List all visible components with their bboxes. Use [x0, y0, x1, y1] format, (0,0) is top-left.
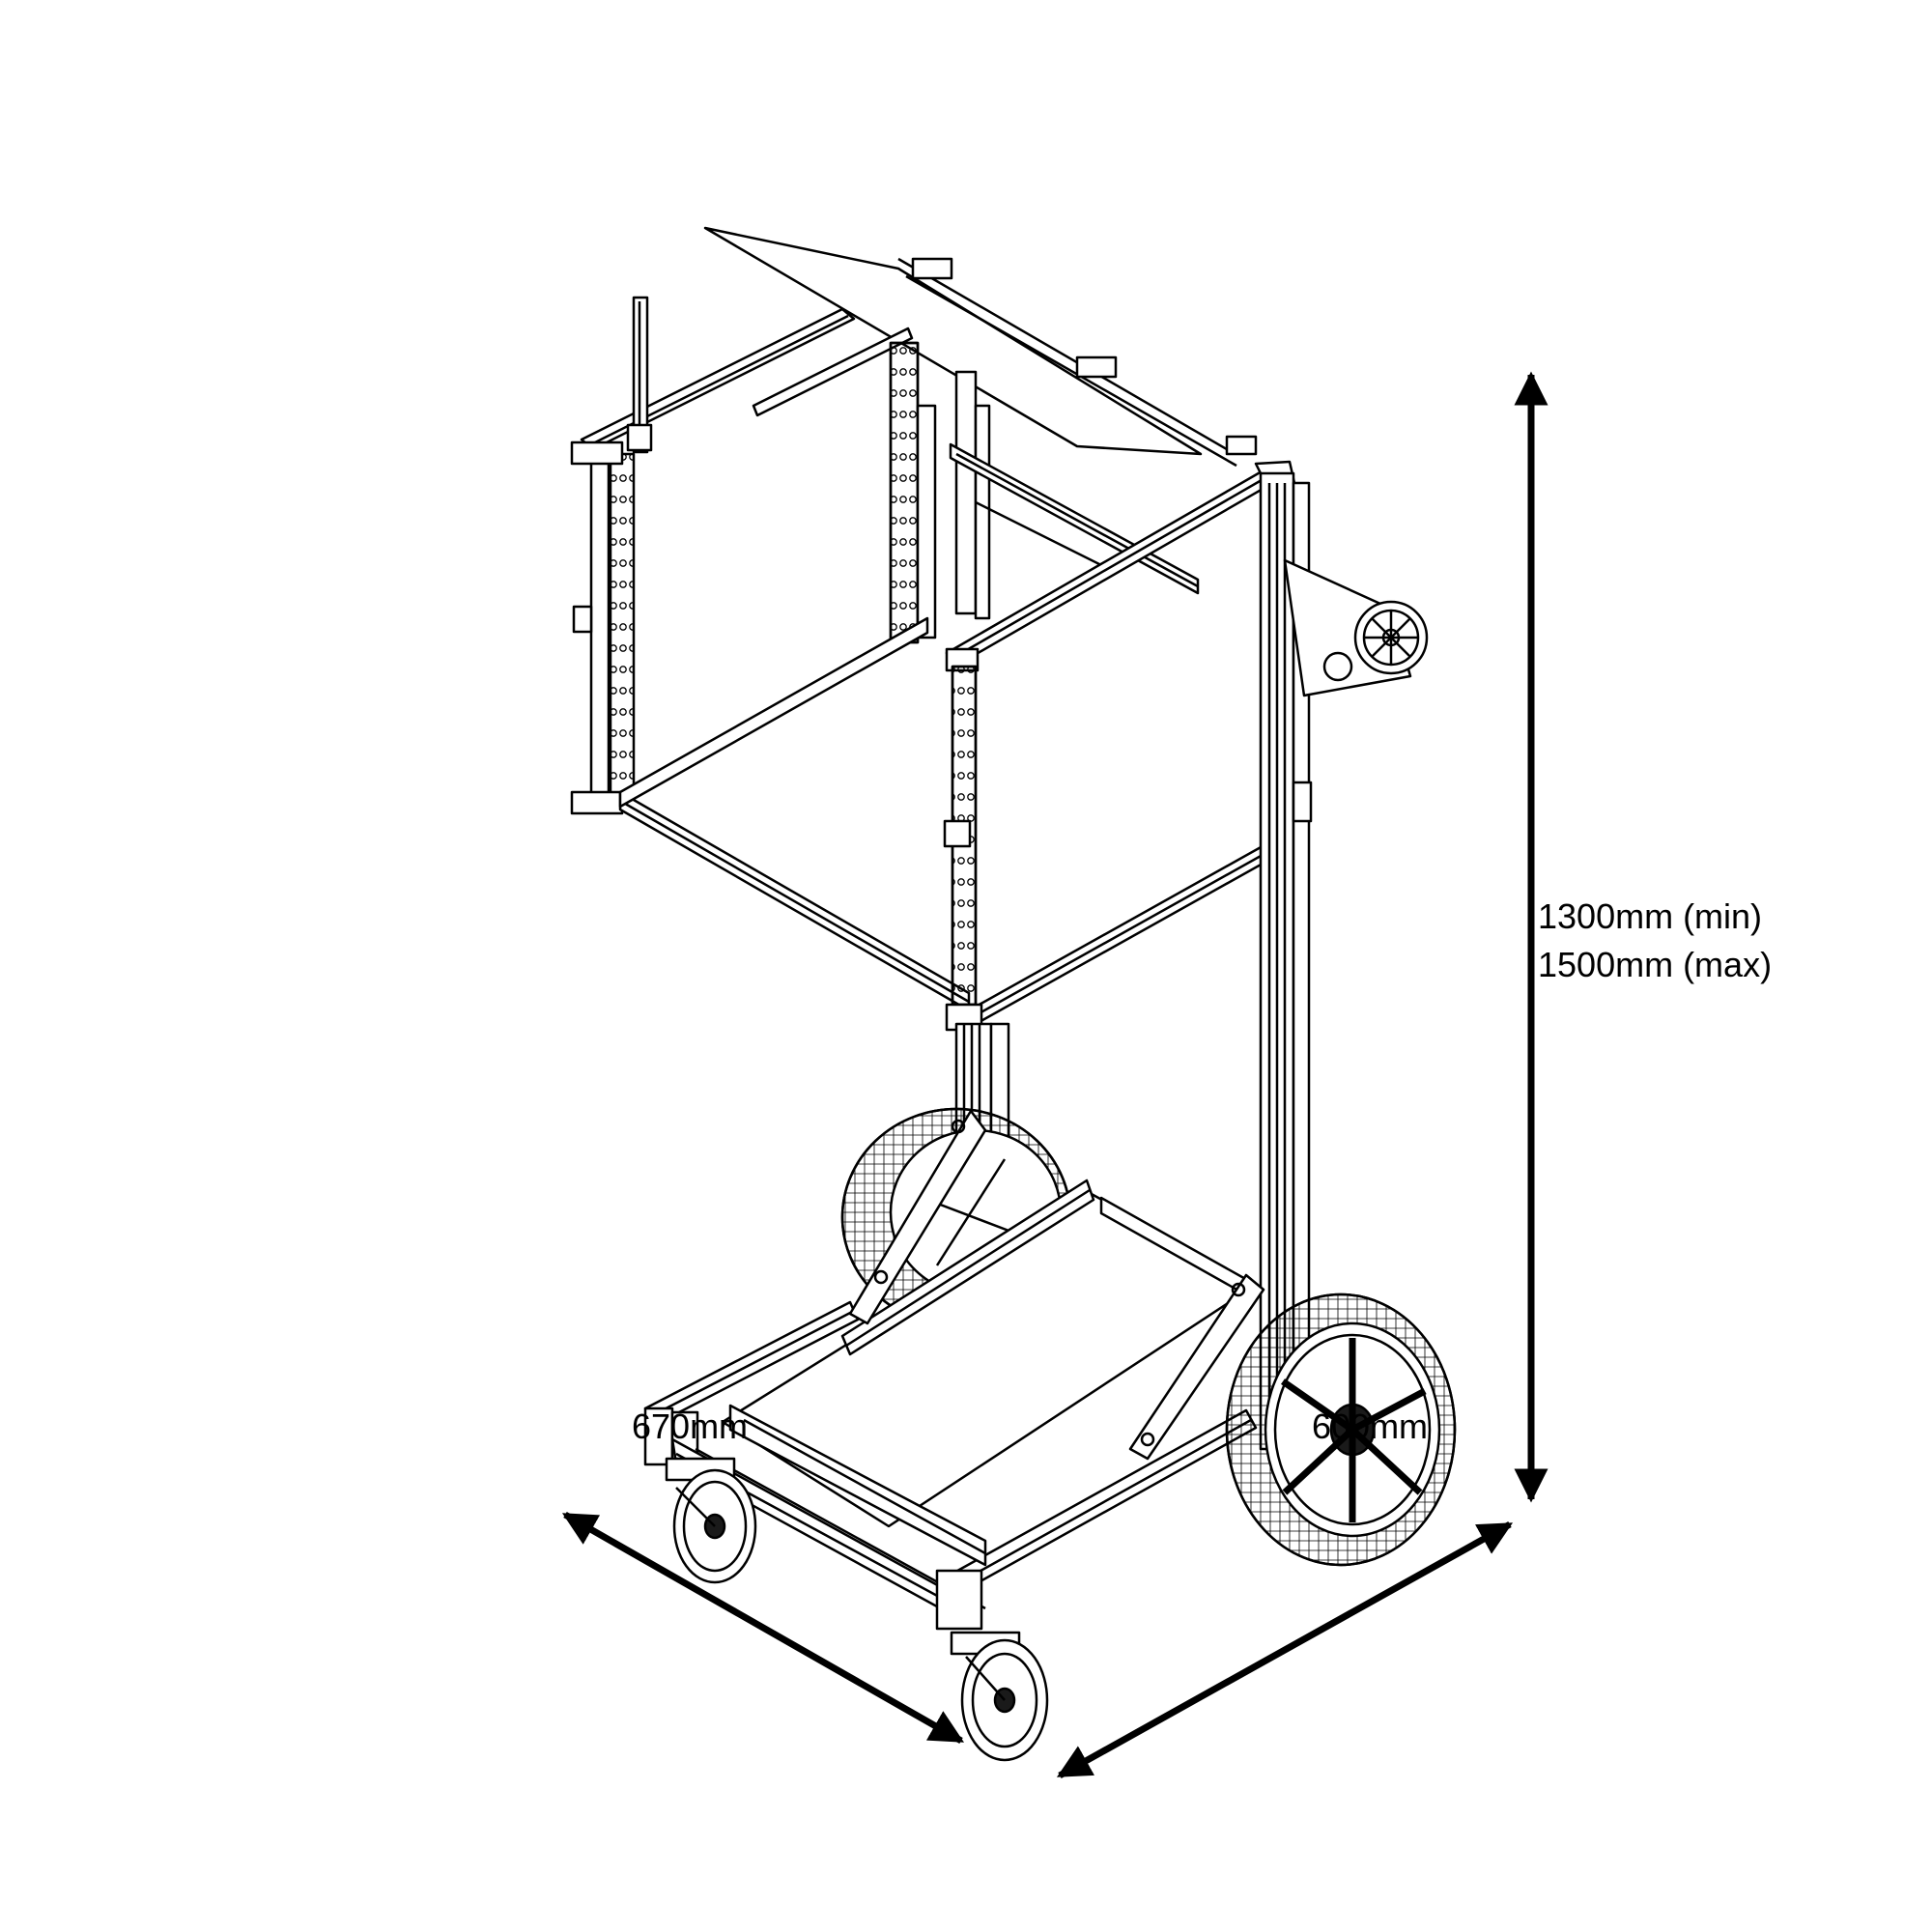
- depth-dimension-arrow: [561, 1511, 965, 1745]
- tilted-top-panel: [703, 226, 1258, 468]
- height-min-label: 1300mm (min): [1538, 896, 1763, 936]
- main-right-large-wheel: [1225, 1293, 1457, 1567]
- top-guide-wheel: [1283, 558, 1429, 697]
- height-max-label: 1500mm (max): [1538, 945, 1773, 984]
- width-label: 600mm: [1312, 1406, 1429, 1446]
- upper-rack-frame: [570, 296, 1313, 1451]
- front-caster: [950, 1631, 1049, 1762]
- depth-label: 670mm: [632, 1406, 749, 1446]
- cart-base: [643, 1109, 1265, 1631]
- dimension-lines: [561, 371, 1548, 1779]
- width-dimension-arrow: [1056, 1520, 1514, 1779]
